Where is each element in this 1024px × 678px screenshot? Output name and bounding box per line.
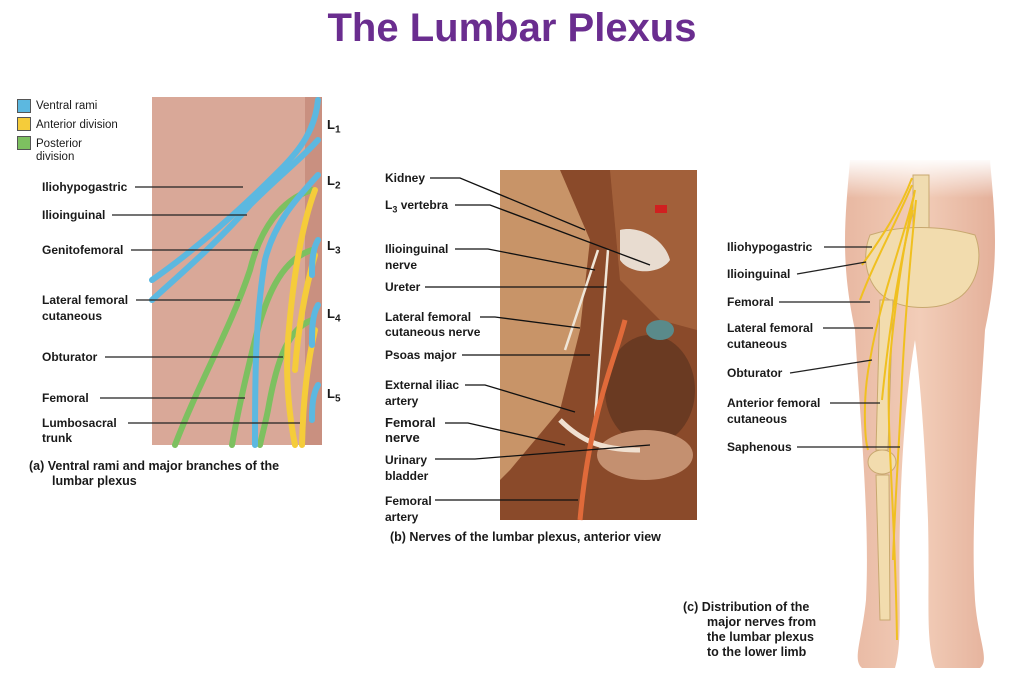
level-l1-number: 1	[334, 124, 341, 136]
urinary-bladder	[597, 430, 693, 480]
label-b-lateral-femoral-1: Lateral femoral	[385, 310, 472, 324]
label-b-fem-artery-2: artery	[385, 510, 419, 524]
label-b-ext-iliac-1: External iliac	[385, 378, 460, 392]
caption-c-line4: to the lower limb	[707, 645, 807, 659]
caption-a-line1: (a) Ventral rami and major branches of t…	[29, 459, 280, 473]
label-a-obturator: Obturator	[42, 350, 98, 364]
label-c-anterior-femoral-1: Anterior femoral	[727, 396, 821, 410]
level-l3-number: 3	[334, 245, 341, 257]
caption-c-line3: the lumbar plexus	[707, 630, 814, 644]
pelvis	[865, 227, 980, 308]
label-b-ext-iliac-2: artery	[385, 394, 419, 408]
legend-swatch-anterior	[17, 117, 31, 131]
label-b-kidney: Kidney	[385, 171, 426, 185]
label-b-psoas: Psoas major	[385, 348, 457, 362]
label-b-ilioinguinal-1: Ilioinguinal	[385, 242, 449, 256]
panel-a-leaders	[100, 186, 300, 424]
level-l3-prefix: L	[327, 238, 335, 253]
level-l3: L3	[327, 238, 341, 257]
label-b-femoral-nerve-2: nerve	[385, 430, 420, 445]
legend-swatch-ventral	[17, 99, 31, 113]
label-b-fem-artery-1: Femoral	[385, 494, 432, 508]
abdominal-wall	[500, 170, 590, 480]
label-c-ilioinguinal: Ilioinguinal	[727, 267, 791, 281]
label-a-lumbosacral-2: trunk	[42, 431, 72, 445]
label-c-lateral-femoral-1: Lateral femoral	[727, 321, 814, 335]
caption-c-line1: (c) Distribution of the	[683, 600, 810, 614]
legend-ventral: Ventral rami	[36, 100, 98, 112]
label-b-l3-sub: 3	[392, 204, 398, 215]
label-b-l3-suffix: vertebra	[397, 198, 449, 212]
label-a-lumbosacral-1: Lumbosacral	[42, 416, 117, 430]
ventral-rami	[149, 97, 321, 448]
legend-anterior: Anterior division	[36, 119, 118, 131]
tibia	[875, 474, 891, 621]
label-b-ilioinguinal-2: nerve	[385, 258, 418, 272]
caption-a-line2: lumbar plexus	[52, 474, 137, 488]
artery-marker	[655, 205, 667, 213]
label-b-bladder-2: bladder	[385, 469, 429, 483]
page-title: The Lumbar Plexus	[327, 6, 697, 50]
level-l5-prefix: L	[327, 386, 335, 401]
knee	[867, 449, 897, 475]
level-l5-number: 5	[334, 393, 341, 405]
level-l1: L1	[327, 117, 341, 136]
label-a-ilioinguinal: Ilioinguinal	[42, 208, 106, 222]
label-b-lateral-femoral-2: cutaneous nerve	[385, 325, 481, 339]
legend-posterior-1: Posterior	[36, 138, 83, 150]
level-l2: L2	[327, 173, 341, 192]
label-c-iliohypogastric: Iliohypogastric	[727, 240, 813, 254]
artery-photo	[577, 319, 628, 521]
level-l4: L4	[327, 306, 341, 325]
label-b-femoral-nerve-1: Femoral	[385, 415, 436, 430]
label-c-anterior-femoral-2: cutaneous	[727, 412, 788, 426]
label-b-l3-vertebra: L3 vertebra	[385, 198, 448, 217]
label-c-femoral: Femoral	[727, 295, 774, 309]
label-a-lateral-femoral-1: Lateral femoral	[42, 293, 129, 307]
caption-c-line2: major nerves from	[707, 615, 817, 629]
label-c-lateral-femoral-2: cutaneous	[727, 337, 788, 351]
level-l4-number: 4	[334, 313, 341, 325]
level-l5: L5	[327, 386, 341, 405]
level-l4-prefix: L	[327, 306, 335, 321]
panel-c-leaders	[779, 246, 900, 448]
panel-b-leaders	[425, 177, 651, 501]
level-l2-number: 2	[334, 180, 341, 192]
ilioinguinal-photo	[593, 249, 610, 421]
label-a-femoral: Femoral	[42, 391, 89, 405]
level-l1-prefix: L	[327, 117, 335, 132]
label-b-ureter: Ureter	[385, 280, 421, 294]
label-c-saphenous: Saphenous	[727, 440, 792, 454]
legend-swatch-posterior	[17, 136, 31, 150]
ureter-photo	[646, 320, 674, 340]
lateral-femoral-photo	[563, 249, 600, 351]
pelvic-cavity	[605, 335, 695, 445]
legend-posterior-2: division	[36, 151, 75, 163]
panel-a-diagram	[149, 97, 322, 448]
panel-b-photo	[500, 170, 697, 521]
label-a-iliohypogastric: Iliohypogastric	[42, 180, 128, 194]
vertebra	[620, 229, 670, 272]
label-a-lateral-femoral-2: cutaneous	[42, 309, 103, 323]
label-b-l3-prefix: L	[385, 198, 393, 212]
label-b-bladder-1: Urinary	[385, 453, 428, 467]
level-l2-prefix: L	[327, 173, 335, 188]
limb-nerves	[859, 177, 917, 641]
label-a-genitofemoral: Genitofemoral	[42, 243, 124, 257]
panel-c-body	[840, 158, 1000, 668]
label-c-obturator: Obturator	[727, 366, 783, 380]
caption-b: (b) Nerves of the lumbar plexus, anterio…	[390, 530, 661, 544]
